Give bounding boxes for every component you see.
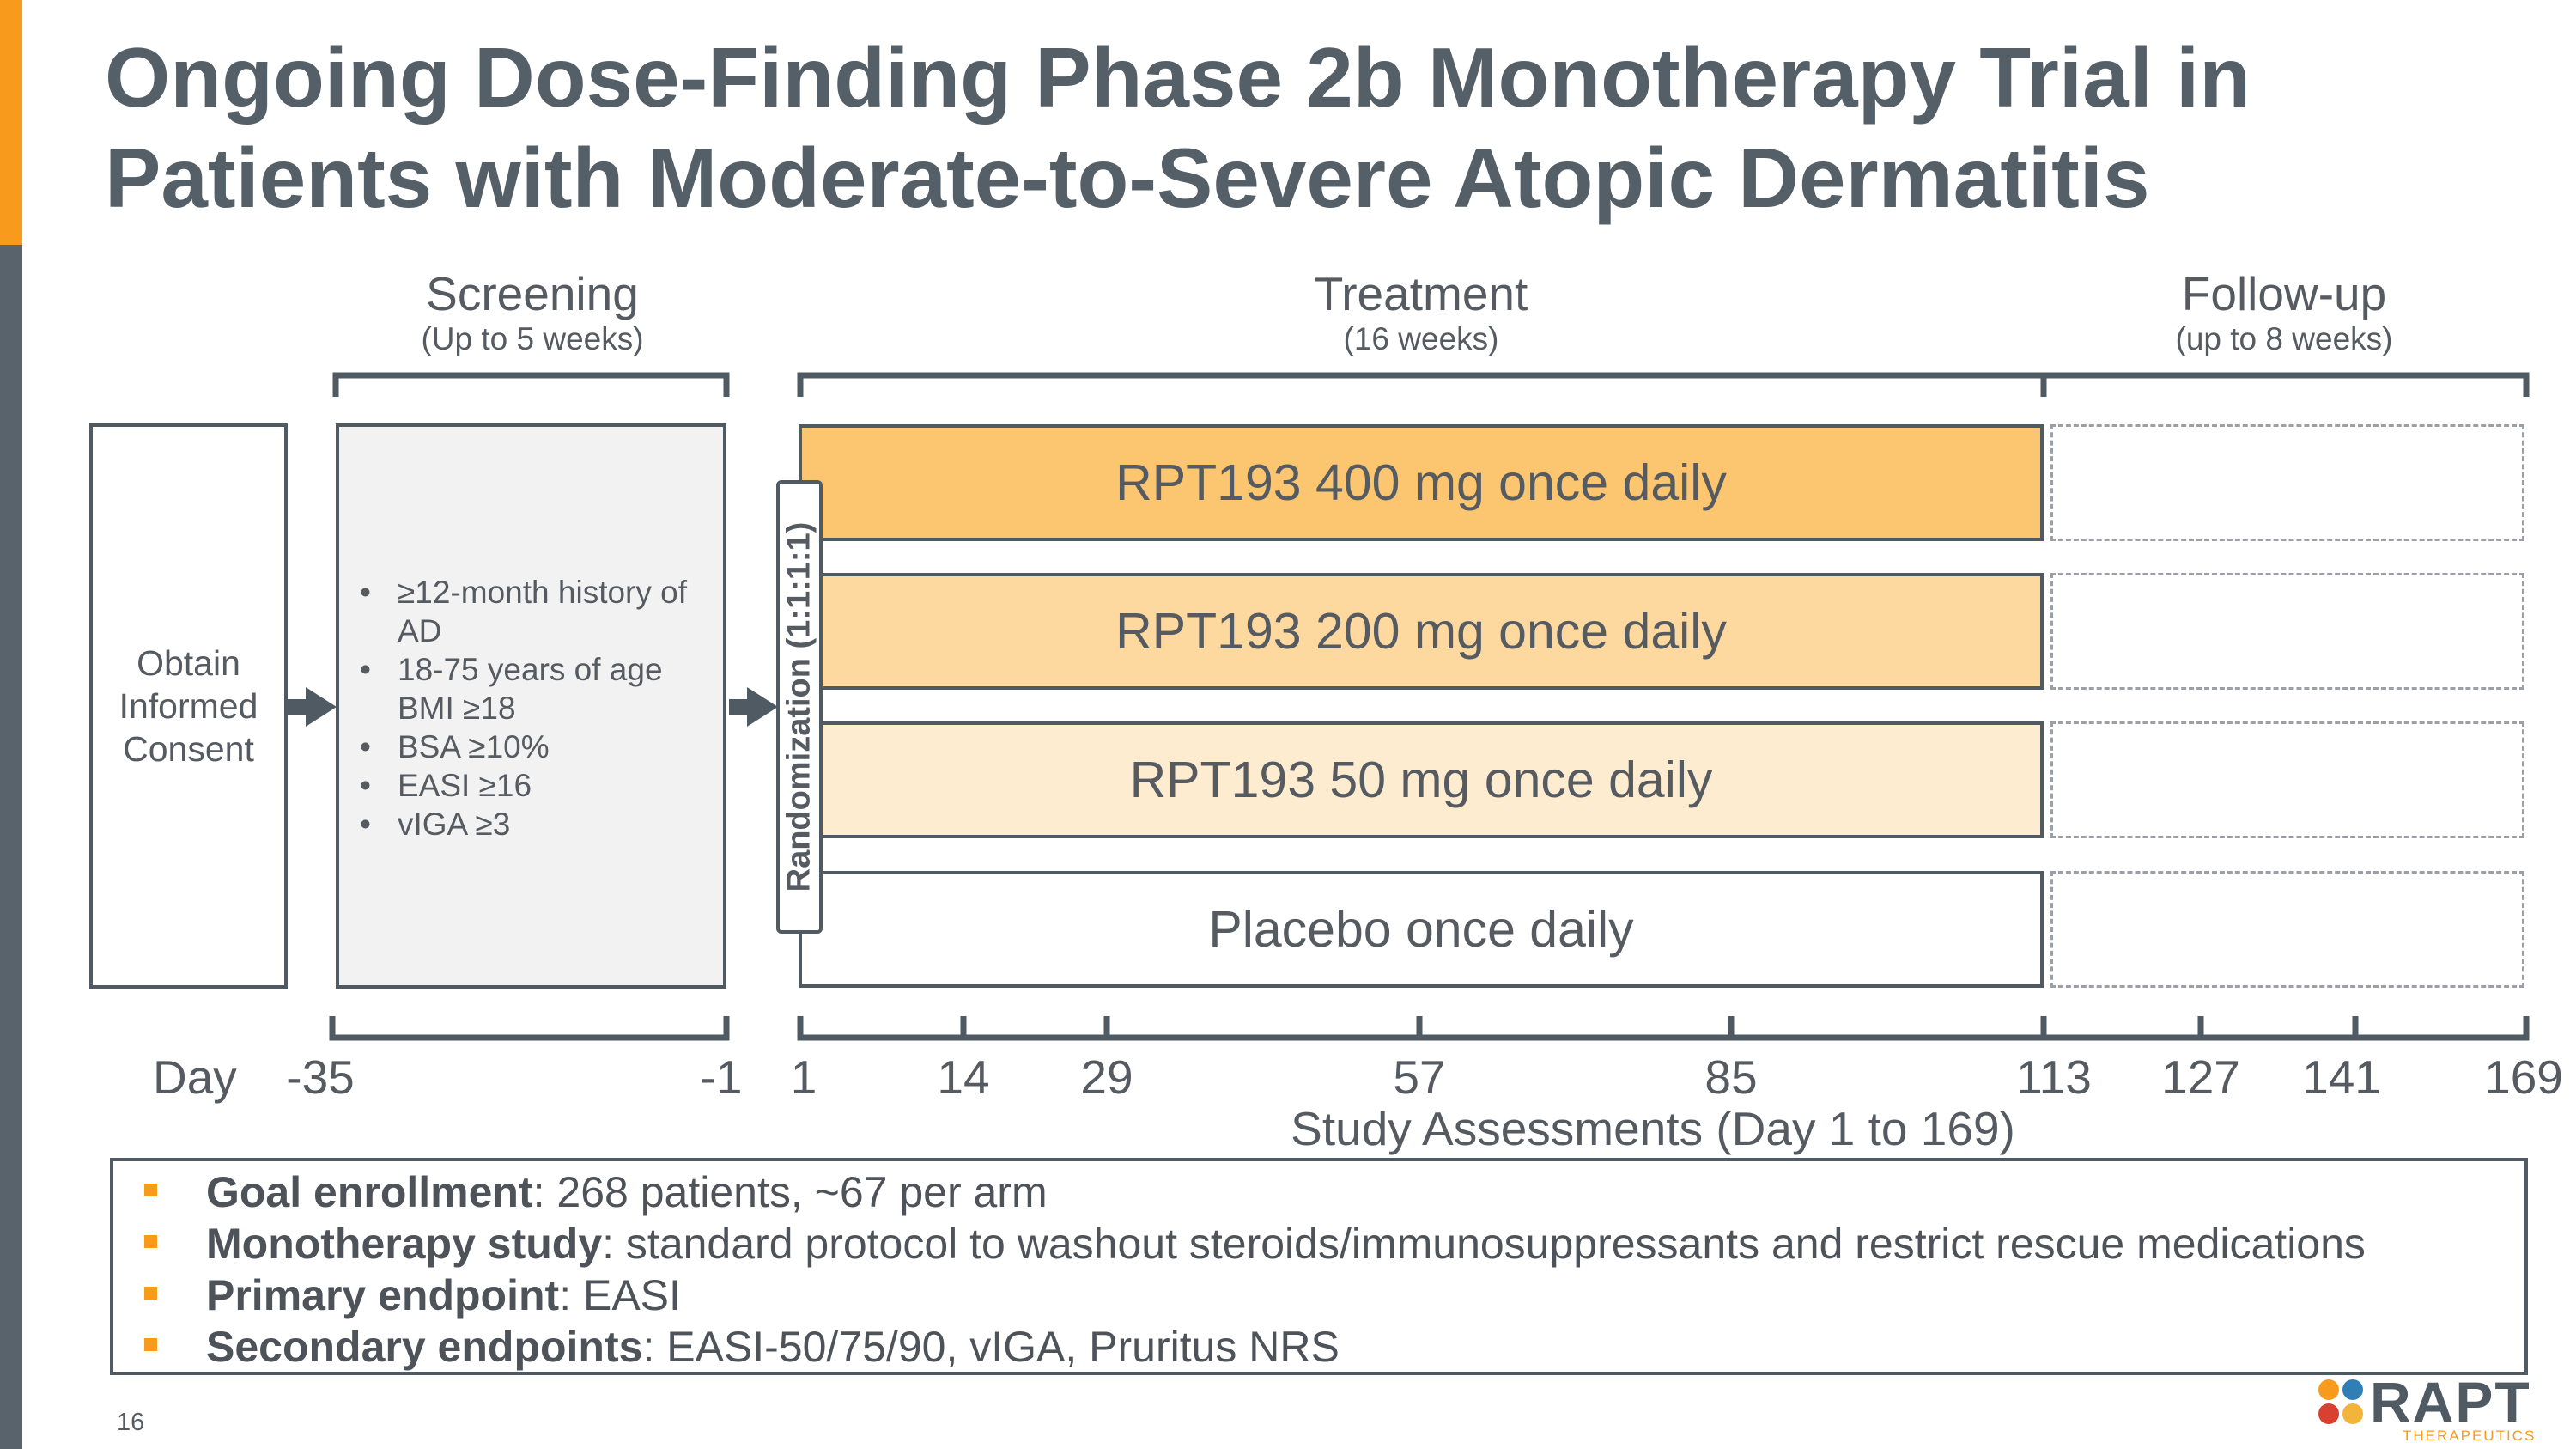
info-text: : 268 patients, ~67 per arm [532, 1168, 1048, 1216]
arm-rpt193-400mg: RPT193 400 mg once daily [799, 424, 2044, 541]
arm-rpt193-200mg: RPT193 200 mg once daily [799, 573, 2044, 690]
criteria-item: ≥12-month history of AD [360, 573, 712, 650]
tick-label: 29 [1080, 1050, 1133, 1104]
arm-placebo: Placebo once daily [799, 871, 2044, 988]
phase-screening-duration: (Up to 5 weeks) [421, 321, 644, 356]
tick-label: 113 [2016, 1050, 2092, 1104]
info-item-secondary-endpoints: Secondary endpoints: EASI-50/75/90, vIGA… [144, 1321, 2524, 1373]
screening-top-bracket [332, 372, 730, 397]
info-label: Monotherapy study [206, 1220, 603, 1268]
tick-label: -35 [286, 1050, 355, 1104]
phase-treatment: Treatment (16 weeks) [1163, 266, 1679, 357]
timeline-ticks [960, 1016, 2359, 1038]
criteria-item: vIGA ≥3 [360, 805, 712, 843]
followup-box [2050, 573, 2524, 690]
tick-label: 85 [1704, 1050, 1758, 1104]
trial-info-box: Goal enrollment: 268 patients, ~67 per a… [110, 1158, 2528, 1375]
criteria-item: 18-75 years of age [360, 650, 712, 689]
treatment-top-bracket [797, 372, 2530, 397]
randomization-label: Randomization (1:1:1:1) [781, 521, 817, 892]
tick-label: 14 [937, 1050, 990, 1104]
screening-bottom-bracket [329, 1016, 730, 1041]
info-text: : standard protocol to washout steroids/… [602, 1220, 2366, 1268]
phase-treatment-title: Treatment [1314, 267, 1528, 320]
info-item-goal-enrollment: Goal enrollment: 268 patients, ~67 per a… [144, 1166, 2524, 1218]
arrow-head [306, 687, 337, 727]
tick-label: -1 [700, 1050, 743, 1104]
arm-label: Placebo once daily [1208, 901, 1634, 958]
phase-screening-title: Screening [426, 267, 639, 320]
phase-treatment-duration: (16 weeks) [1343, 321, 1499, 356]
randomization-box: Randomization (1:1:1:1) [776, 480, 823, 934]
arrow-shaft [729, 699, 750, 715]
rapt-logo-name: RAPT [2370, 1370, 2531, 1434]
tick-label: 141 [2302, 1050, 2381, 1104]
slide-title: Ongoing Dose-Finding Phase 2b Monotherap… [105, 30, 2251, 225]
info-label: Primary endpoint [206, 1271, 560, 1319]
info-label: Goal enrollment [206, 1168, 533, 1216]
criteria-item: BMI ≥18 [398, 691, 516, 726]
arm-label: RPT193 400 mg once daily [1115, 454, 1727, 511]
timeline-axis [797, 1016, 2530, 1041]
informed-consent-label: Obtain Informed Consent [118, 643, 258, 769]
followup-box [2050, 721, 2524, 838]
followup-box [2050, 871, 2524, 988]
rapt-logo: RAPT THERAPEUTICS [2317, 1370, 2540, 1446]
flow-arrows [287, 687, 778, 727]
phase-followup-title: Follow-up [2181, 267, 2387, 320]
study-assessments-label: Study Assessments (Day 1 to 169) [1291, 1102, 2015, 1155]
phase-followup: Follow-up (up to 8 weeks) [2044, 266, 2524, 357]
criteria-list: ≥12-month history of AD 18-75 years of a… [360, 573, 712, 843]
rapt-logo-icon [2318, 1379, 2363, 1424]
tick-label: 57 [1393, 1050, 1446, 1104]
info-item-monotherapy-study: Monotherapy study: standard protocol to … [144, 1218, 2524, 1269]
tick-label: 1 [790, 1050, 817, 1104]
rapt-logo-tagline: THERAPEUTICS [2403, 1428, 2537, 1444]
arm-label: RPT193 50 mg once daily [1129, 752, 1713, 808]
tick-label: 169 [2484, 1050, 2563, 1104]
arrow-head [747, 687, 778, 727]
page-number: 16 [117, 1409, 145, 1436]
informed-consent-box: Obtain Informed Consent [89, 423, 288, 989]
tick-label: 127 [2161, 1050, 2240, 1104]
criteria-item: BSA ≥10% [360, 728, 712, 766]
day-label: Day [153, 1050, 237, 1104]
sidebar-accent-bar [0, 0, 22, 245]
arm-rpt193-50mg: RPT193 50 mg once daily [799, 721, 2044, 838]
screening-criteria-box: ≥12-month history of AD 18-75 years of a… [336, 423, 726, 989]
info-item-primary-endpoint: Primary endpoint: EASI [144, 1269, 2524, 1321]
arm-label: RPT193 200 mg once daily [1115, 603, 1727, 660]
phase-screening: Screening (Up to 5 weeks) [335, 266, 730, 357]
info-text: : EASI [559, 1271, 681, 1319]
criteria-item: EASI ≥16 [360, 766, 712, 805]
info-text: : EASI-50/75/90, vIGA, Pruritus NRS [642, 1323, 1340, 1371]
info-label: Secondary endpoints [206, 1323, 643, 1371]
sidebar-bar [0, 245, 22, 1449]
followup-box [2050, 424, 2524, 541]
trial-info-list: Goal enrollment: 268 patients, ~67 per a… [144, 1166, 2524, 1373]
arrow-shaft [287, 699, 307, 715]
phase-followup-duration: (up to 8 weeks) [2175, 321, 2393, 356]
